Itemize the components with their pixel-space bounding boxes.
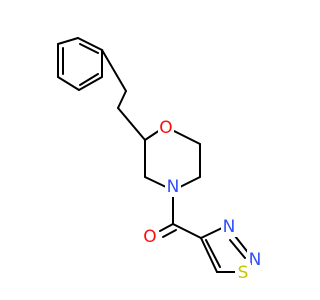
ring-nitrogen-atom: N: [165, 177, 181, 197]
bond: [171, 129, 201, 145]
bond: [229, 239, 246, 259]
bond: [200, 237, 218, 273]
bond: [159, 223, 174, 232]
label-background: [142, 227, 158, 247]
bond: [78, 76, 103, 91]
thiadiazole-n2-label: N: [249, 250, 262, 270]
bond: [101, 49, 127, 92]
label-background: [158, 118, 174, 138]
label-background: [221, 217, 237, 237]
bond: [117, 107, 146, 141]
bond: [179, 176, 201, 188]
bond: [79, 43, 99, 54]
thiadiazole-sulfur-label: S: [238, 263, 249, 283]
molecule-structure: O N O N N S: [57, 37, 263, 283]
bond: [57, 37, 79, 45]
bond: [205, 239, 221, 268]
thiadiazole-sulfur-atom: S: [235, 263, 251, 283]
label-background: [235, 263, 251, 283]
ring-oxygen-atom: O: [158, 118, 174, 138]
ring-oxygen-label: O: [159, 118, 172, 138]
atom-labels: O N O N N S: [142, 118, 263, 283]
bond: [117, 90, 127, 109]
thiadiazole-n3-atom: N: [221, 217, 237, 237]
bond: [144, 176, 167, 188]
thiadiazole-n3-label: N: [223, 217, 236, 237]
bond: [79, 73, 99, 86]
bonds: [57, 37, 251, 273]
bond: [144, 129, 161, 141]
label-background: [165, 177, 181, 197]
carbonyl-oxygen-atom: O: [142, 227, 158, 247]
carbonyl-oxygen-label: O: [143, 227, 156, 247]
bond: [77, 37, 103, 51]
bond: [172, 223, 202, 239]
bond: [200, 227, 223, 239]
bond: [162, 229, 177, 238]
ring-nitrogen-label: N: [167, 177, 180, 197]
bond: [57, 76, 80, 91]
